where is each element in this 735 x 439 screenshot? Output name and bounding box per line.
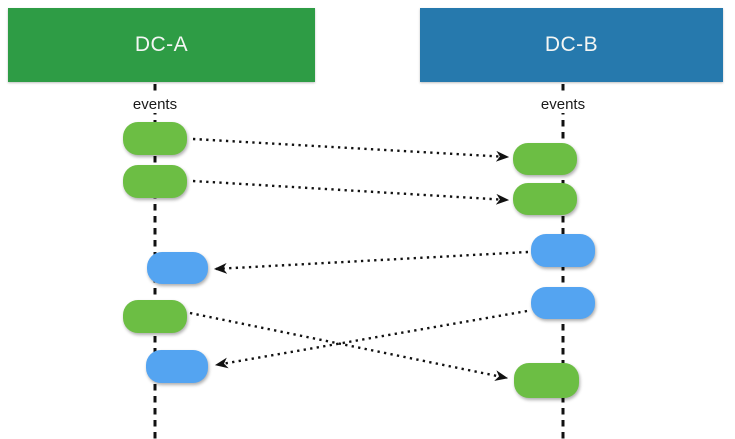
event-box-green-dc-b <box>513 143 577 175</box>
actor-header-dc-a: DC-A <box>8 8 315 82</box>
event-box-blue-dc-a <box>146 350 208 383</box>
event-box-green-dc-a <box>123 165 187 198</box>
events-lane-label-dc-b: events <box>536 96 590 113</box>
event-box-blue-dc-b <box>531 234 595 267</box>
event-box-green-dc-b <box>514 363 579 398</box>
event-box-green-dc-b <box>513 183 577 215</box>
actor-label-dc-a: DC-A <box>134 33 189 56</box>
message-arrow-dc-a-to-dc-b <box>189 311 509 381</box>
message-arrow-dc-b-to-dc-a <box>214 309 528 369</box>
event-box-green-dc-a <box>123 122 187 155</box>
message-arrow-dc-a-to-dc-b <box>192 137 510 162</box>
actor-label-dc-b: DC-B <box>544 33 599 56</box>
event-box-blue-dc-a <box>147 252 208 284</box>
event-box-green-dc-a <box>123 300 187 333</box>
events-lane-label-dc-a: events <box>128 96 182 113</box>
event-box-blue-dc-b <box>531 287 595 319</box>
message-arrow-dc-b-to-dc-a <box>213 250 529 274</box>
actor-header-dc-b: DC-B <box>420 8 723 82</box>
message-arrow-dc-a-to-dc-b <box>192 179 510 205</box>
